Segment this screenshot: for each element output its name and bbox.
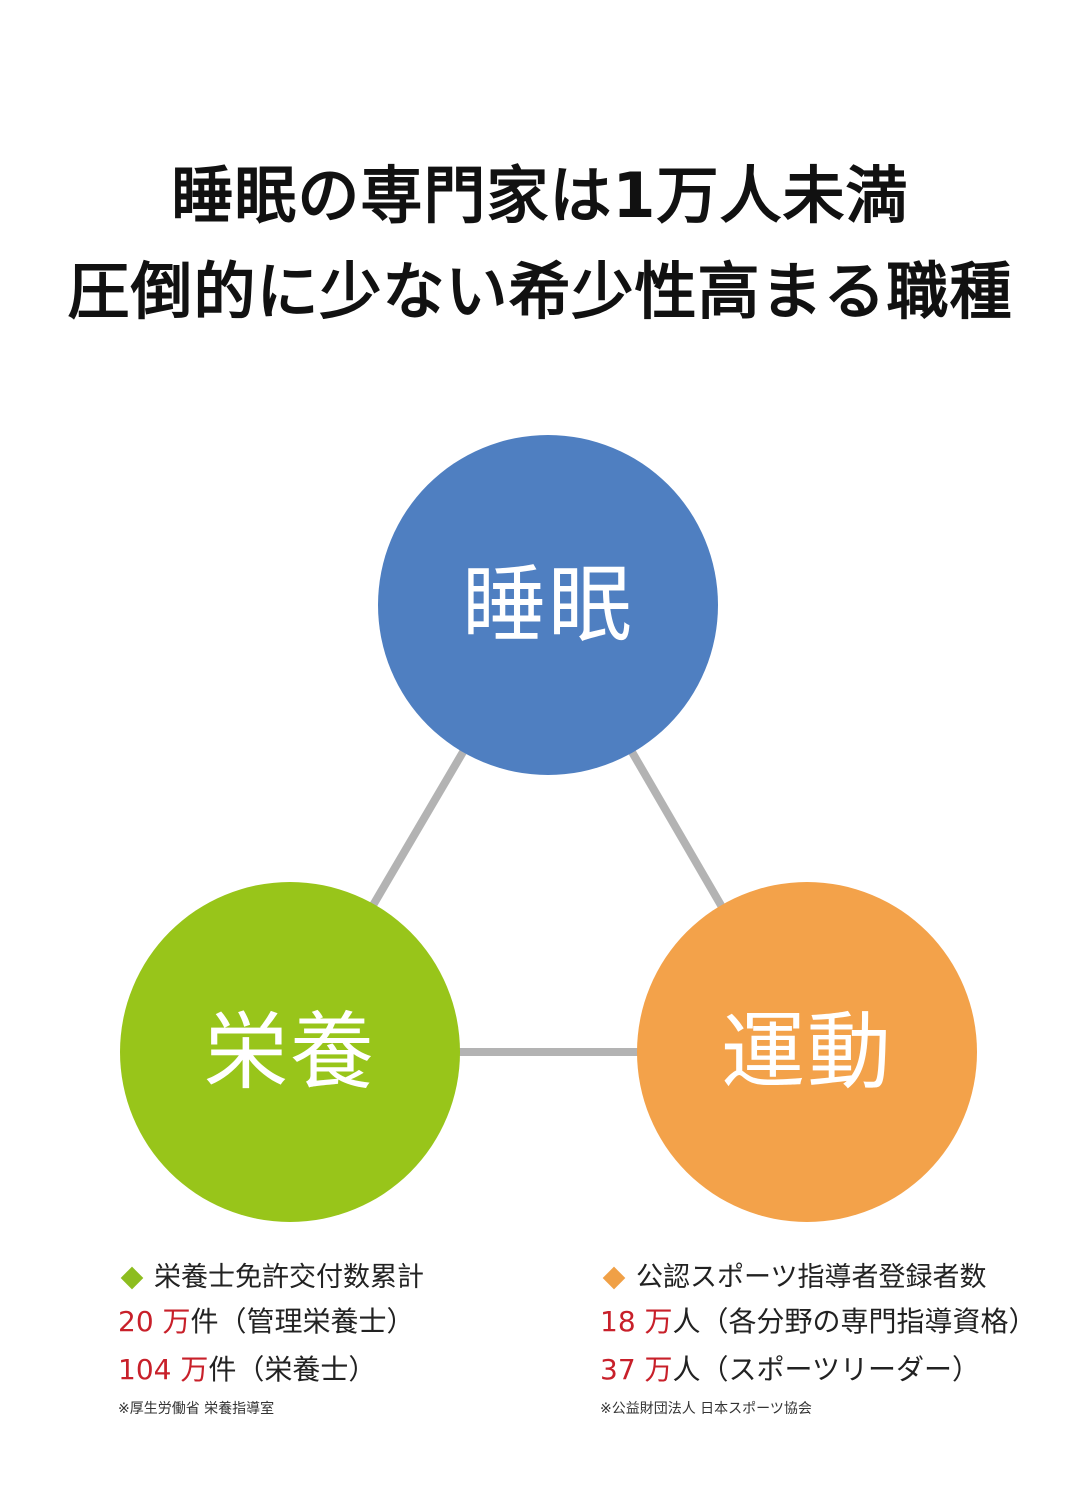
exercise-info-heading-row: 公認スポーツ指導者登録者数 (600, 1258, 1070, 1298)
node-exercise: 運動 (637, 882, 977, 1222)
nutrition-row-2-text: 件（栄養士） (208, 1353, 377, 1386)
nutrition-row-2-number: 104 万 (118, 1353, 209, 1386)
nutrition-info-heading: 栄養士免許交付数累計 (154, 1262, 424, 1293)
exercise-row-1-number: 18 万 (600, 1305, 673, 1338)
node-sleep: 睡眠 (378, 435, 718, 775)
exercise-row-2-text: 人（スポーツリーダー） (672, 1353, 980, 1386)
nutrition-source-note: ※厚生労働省 栄養指導室 (118, 1401, 275, 1417)
exercise-circle (637, 882, 977, 1222)
nutrition-circle (120, 882, 460, 1222)
nutrition-row-1-text: 件（管理栄養士） (190, 1305, 415, 1338)
nutrition-row-1: 20 万件（管理栄養士） (118, 1298, 558, 1346)
exercise-row-1-text: 人（各分野の専門指導資格） (672, 1305, 1037, 1338)
nutrition-label: 栄養 (204, 1003, 376, 1101)
connector-sleep-nutrition (368, 749, 467, 910)
sleep-circle (378, 435, 718, 775)
exercise-info-heading: 公認スポーツ指導者登録者数 (636, 1262, 987, 1293)
nutrition-info: 栄養士免許交付数累計 20 万件（管理栄養士） 104 万件（栄養士） ※厚生労… (118, 1258, 558, 1424)
node-nutrition: 栄養 (120, 882, 460, 1222)
sleep-label: 睡眠 (462, 556, 634, 654)
headline-line-2: 圧倒的に少ない希少性高まる職種 (67, 255, 1013, 328)
headline: 睡眠の専門家は1万人未満 圧倒的に少ない希少性高まる職種 (0, 148, 1080, 340)
exercise-source-note: ※公益財団法人 日本スポーツ協会 (600, 1401, 812, 1417)
nutrition-row-1-number: 20 万 (118, 1305, 191, 1338)
green-diamond-icon (120, 1266, 144, 1290)
exercise-row-2: 37 万人（スポーツリーダー） (600, 1346, 1070, 1394)
headline-line-1: 睡眠の専門家は1万人未満 (171, 159, 909, 232)
exercise-info: 公認スポーツ指導者登録者数 18 万人（各分野の専門指導資格） 37 万人（スポ… (600, 1258, 1070, 1424)
orange-diamond-icon (602, 1266, 626, 1290)
nutrition-info-heading-row: 栄養士免許交付数累計 (118, 1258, 558, 1298)
exercise-row-1: 18 万人（各分野の専門指導資格） (600, 1298, 1070, 1346)
nutrition-row-2: 104 万件（栄養士） (118, 1346, 558, 1394)
connector-sleep-exercise (628, 749, 726, 910)
exercise-label: 運動 (721, 1003, 893, 1101)
exercise-row-2-number: 37 万 (600, 1353, 673, 1386)
